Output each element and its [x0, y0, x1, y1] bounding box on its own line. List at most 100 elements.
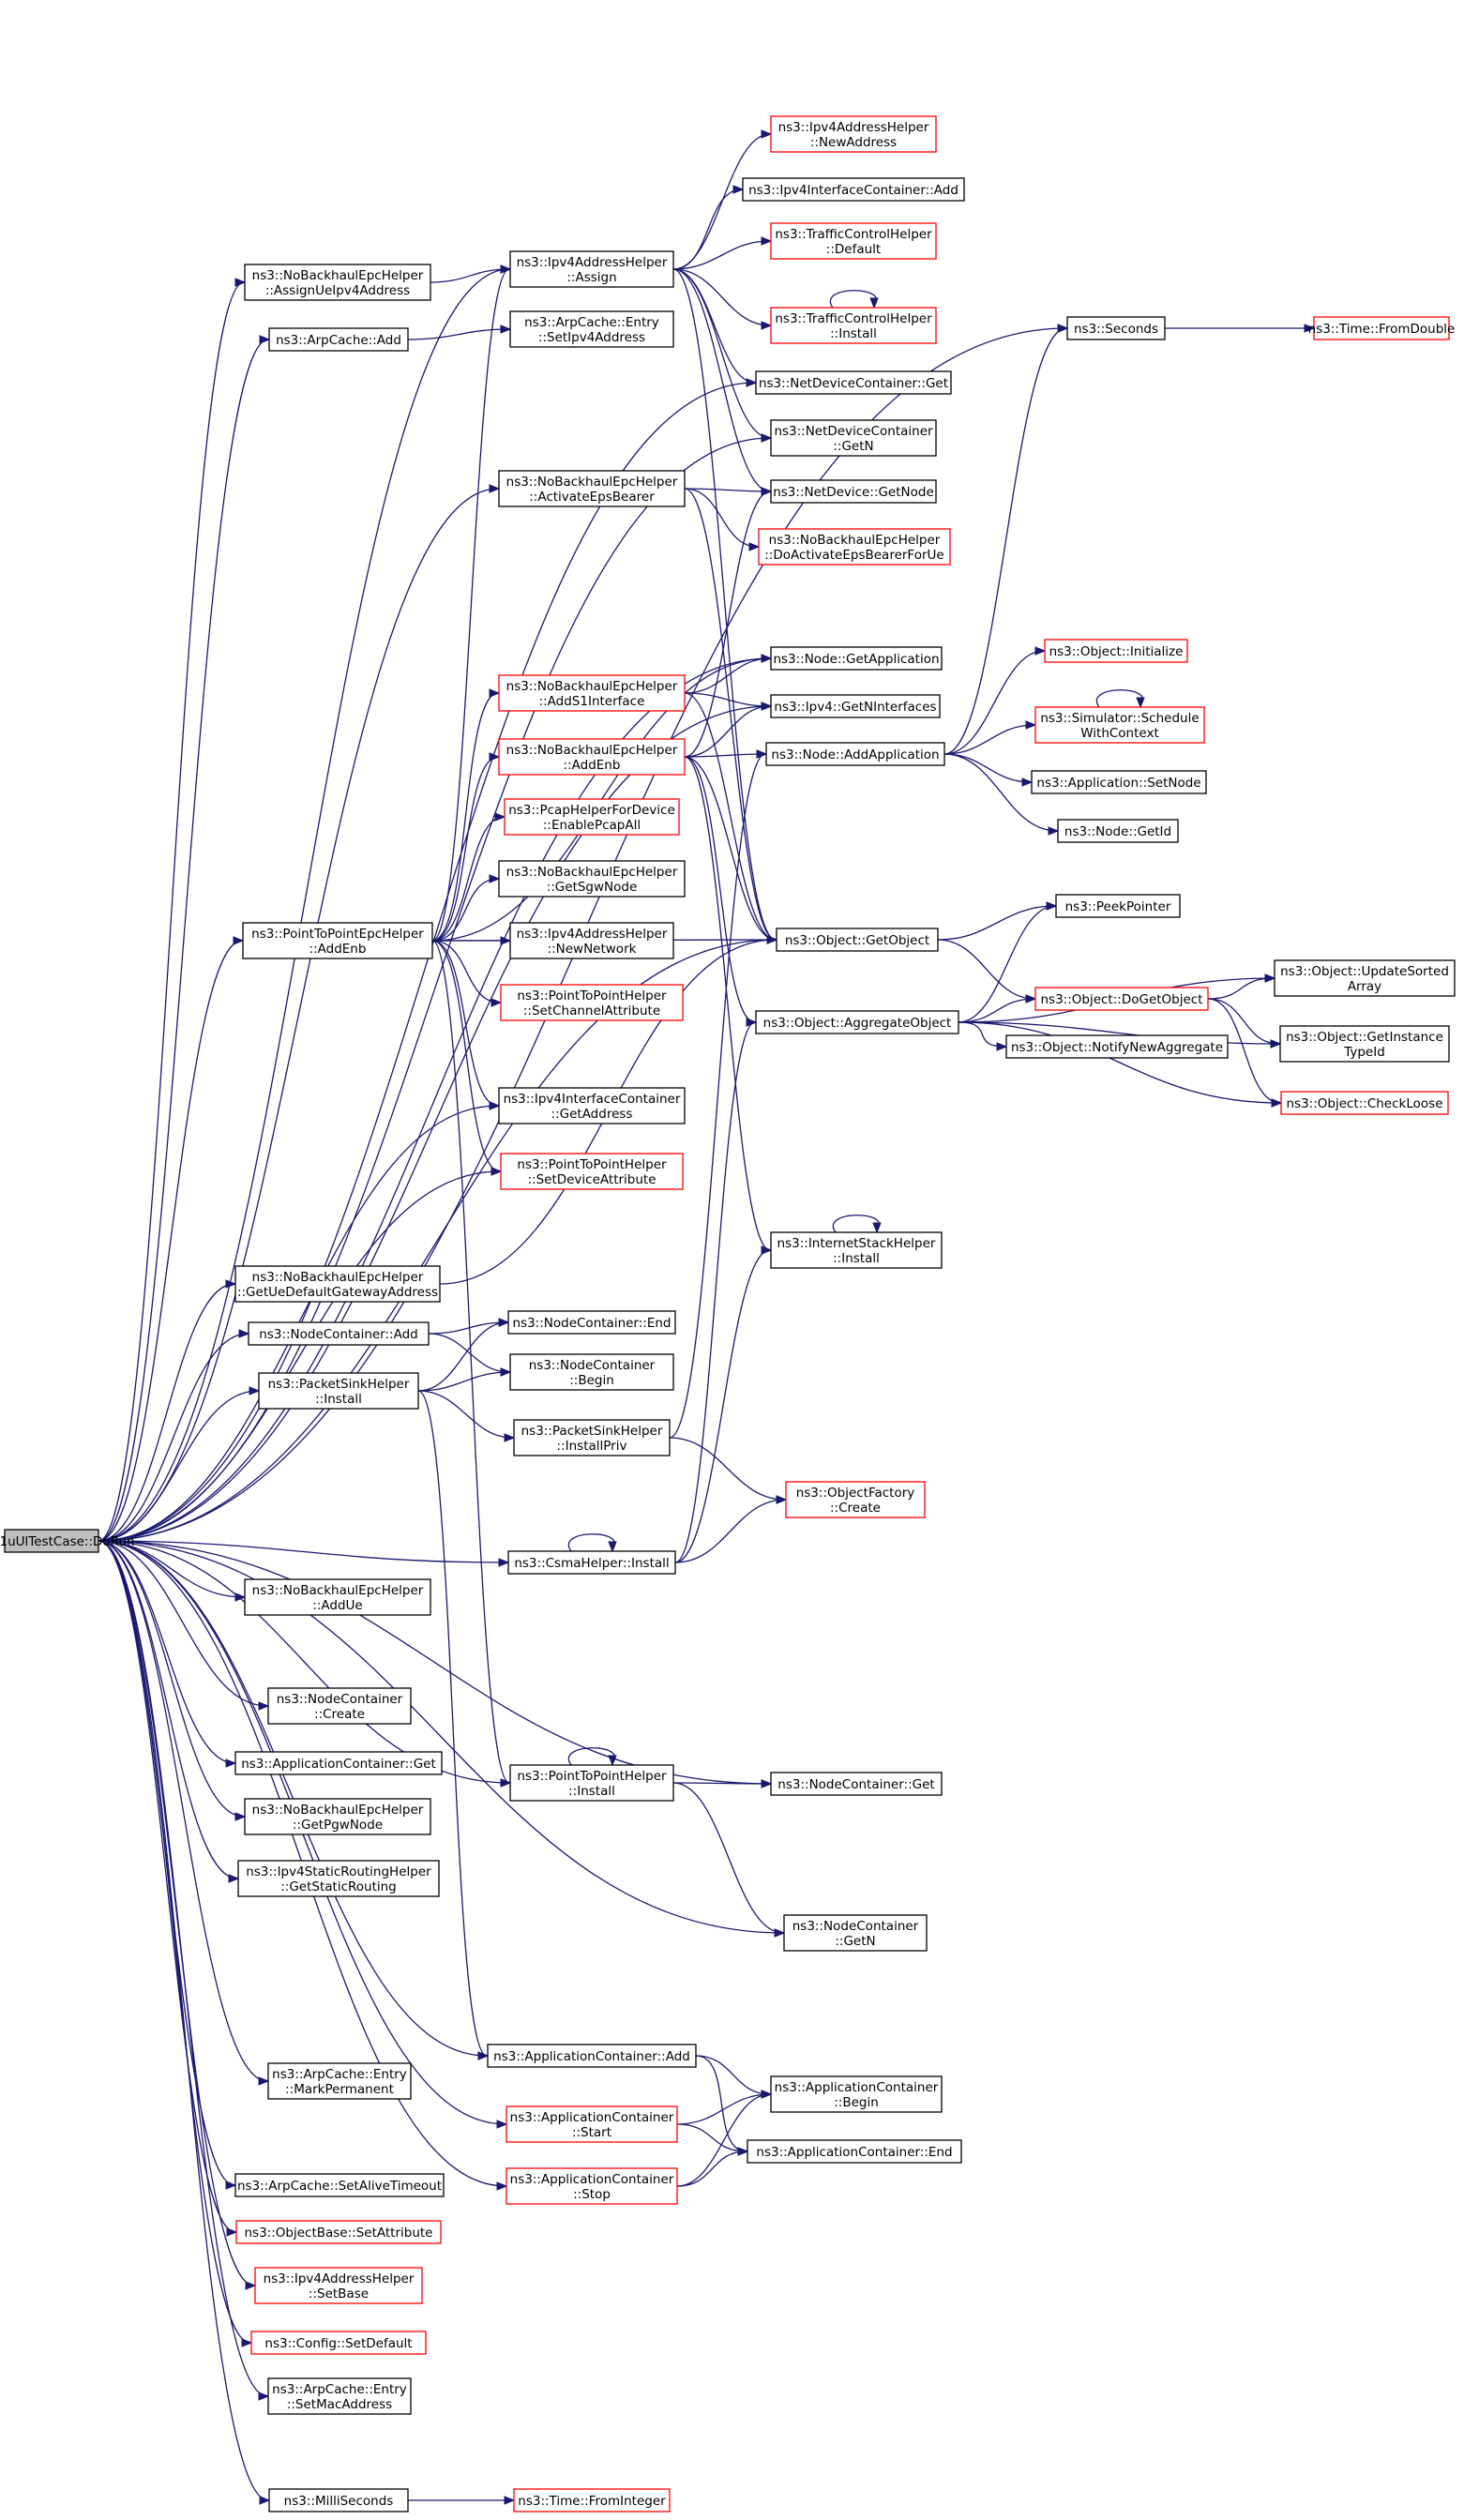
- node-box: [770, 419, 937, 457]
- node-tch_default[interactable]: ns3::TrafficControlHelper::Default: [770, 222, 937, 260]
- node-label: ns3::ArpCache::Entry: [524, 315, 659, 330]
- arrowhead: [1025, 994, 1037, 1003]
- node-label: ns3::NoBackhaulEpcHelper: [252, 268, 424, 283]
- node-obj_initialize[interactable]: ns3::Object::Initialize: [1044, 639, 1188, 663]
- node-arpentry_markperm[interactable]: ns3::ArpCache::Entry::MarkPermanent: [267, 2062, 412, 2100]
- node-ipv4ah_newaddr[interactable]: ns3::Ipv4AddressHelper::NewAddress: [770, 115, 937, 153]
- node-arpcache_add[interactable]: ns3::ArpCache::Add: [268, 327, 409, 352]
- node-p2pepc_addenb[interactable]: ns3::PointToPointEpcHelper::AddEnb: [242, 922, 433, 959]
- node-psh_installpriv[interactable]: ns3::PacketSinkHelper::InstallPriv: [513, 1419, 671, 1456]
- node-nc_get[interactable]: ns3::NodeContainer::Get: [770, 1772, 943, 1796]
- node-appc_stop[interactable]: ns3::ApplicationContainer::Stop: [506, 2167, 678, 2205]
- node-label: ns3::ApplicationContainer::End: [756, 2145, 952, 2160]
- node-nb_addenb[interactable]: ns3::NoBackhaulEpcHelper::AddEnb: [498, 738, 686, 776]
- node-label: ns3::PointToPointHelper: [517, 1769, 667, 1784]
- node-box: [234, 1751, 443, 1775]
- node-box: [507, 1310, 676, 1335]
- node-arpentry_setipv4[interactable]: ns3::ArpCache::Entry::SetIpv4Address: [509, 310, 674, 348]
- node-app_setnode[interactable]: ns3::Application::SetNode: [1031, 770, 1207, 794]
- node-nc_getn[interactable]: ns3::NodeContainer::GetN: [783, 1914, 928, 1952]
- node-ipv4ah_assign[interactable]: ns3::Ipv4AddressHelper::Assign: [509, 250, 674, 288]
- node-obj_dogetobject[interactable]: ns3::Object::DoGetObject: [1034, 987, 1209, 1011]
- node-ipv4ah_newnet[interactable]: ns3::Ipv4AddressHelper::NewNetwork: [509, 922, 674, 959]
- node-node_getapp[interactable]: ns3::Node::GetApplication: [770, 646, 943, 671]
- node-ndc_get[interactable]: ns3::NetDeviceContainer::Get: [755, 370, 952, 395]
- node-obj_aggregate[interactable]: ns3::Object::AggregateObject: [755, 1010, 959, 1034]
- node-netdev_getnode[interactable]: ns3::NetDevice::GetNode: [770, 479, 937, 504]
- node-nc_begin[interactable]: ns3::NodeContainer::Begin: [509, 1353, 674, 1391]
- node-fromdouble[interactable]: ns3::Time::FromDouble: [1308, 316, 1456, 340]
- node-objbase_setattr[interactable]: ns3::ObjectBase::SetAttribute: [235, 2220, 442, 2244]
- node-box: [267, 1687, 412, 1725]
- node-pcap_enable[interactable]: ns3::PcapHelperForDevice::EnablePcapAll: [504, 798, 680, 836]
- node-nb_activate[interactable]: ns3::NoBackhaulEpcHelper::ActivateEpsBea…: [498, 470, 686, 507]
- node-label: ns3::PacketSinkHelper: [268, 1377, 410, 1392]
- node-tch_install[interactable]: ns3::TrafficControlHelper::Install: [770, 307, 937, 344]
- arrowhead: [1034, 646, 1047, 656]
- call-edge: [832, 1215, 882, 1234]
- node-nb_getpgw[interactable]: ns3::NoBackhaulEpcHelper::GetPgwNode: [244, 1798, 431, 1835]
- arrowhead: [761, 654, 773, 663]
- node-arpcache_setalive[interactable]: ns3::ArpCache::SetAliveTimeout: [234, 2173, 445, 2197]
- node-nb_assignue[interactable]: ns3::NoBackhaulEpcHelper::AssignUeIpv4Ad…: [244, 264, 431, 301]
- call-edge: [428, 1333, 512, 1377]
- call-edge: [431, 940, 503, 1007]
- node-appc_add[interactable]: ns3::ApplicationContainer::Add: [487, 2044, 697, 2068]
- node-node_getid[interactable]: ns3::Node::GetId: [1057, 819, 1179, 843]
- node-appc_get[interactable]: ns3::ApplicationContainer::Get: [234, 1751, 443, 1775]
- arrowhead: [496, 2120, 508, 2129]
- node-config_setdefault[interactable]: ns3::Config::SetDefault: [250, 2331, 427, 2355]
- node-ipv4srh_getstatic[interactable]: ns3::Ipv4StaticRoutingHelper::GetStaticR…: [237, 1860, 440, 1897]
- node-ipv4ic_getaddr[interactable]: ns3::Ipv4InterfaceContainer::GetAddress: [498, 1087, 686, 1124]
- node-nb_doactivate[interactable]: ns3::NoBackhaulEpcHelper::DoActivateEpsB…: [758, 528, 951, 566]
- call-edge: [98, 1279, 237, 1542]
- node-p2p_setchannel[interactable]: ns3::PointToPointHelper::SetChannelAttri…: [500, 984, 684, 1021]
- node-nc_add[interactable]: ns3::NodeContainer::Add: [248, 1321, 430, 1346]
- node-box: [770, 1231, 943, 1269]
- call-edge: [98, 936, 245, 1542]
- node-p2p_setdevice[interactable]: ns3::PointToPointHelper::SetDeviceAttrib…: [500, 1153, 684, 1190]
- node-seconds[interactable]: ns3::Seconds: [1066, 316, 1166, 340]
- node-ndc_getn[interactable]: ns3::NetDeviceContainer::GetN: [770, 419, 937, 457]
- node-peekpointer[interactable]: ns3::PeekPointer: [1055, 894, 1181, 918]
- node-objfactory_create[interactable]: ns3::ObjectFactory::Create: [785, 1481, 926, 1518]
- node-ipv4ic_add[interactable]: ns3::Ipv4InterfaceContainer::Add: [742, 177, 965, 202]
- node-appc_start[interactable]: ns3::ApplicationContainer::Start: [506, 2105, 678, 2143]
- node-nb_adds1[interactable]: ns3::NoBackhaulEpcHelper::AddS1Interface: [498, 674, 686, 712]
- node-ipv4ah_setbase[interactable]: ns3::Ipv4AddressHelper::SetBase: [254, 2267, 423, 2304]
- node-box: [776, 928, 939, 952]
- node-psh_install[interactable]: ns3::PacketSinkHelper::Install: [258, 1372, 419, 1410]
- node-nc_create[interactable]: ns3::NodeContainer::Create: [267, 1687, 412, 1725]
- arrowhead: [1048, 826, 1060, 836]
- node-obj_getobject[interactable]: ns3::Object::GetObject: [776, 928, 939, 952]
- node-nc_end[interactable]: ns3::NodeContainer::End: [507, 1310, 676, 1335]
- call-edge: [408, 2496, 516, 2505]
- arrowhead: [1271, 1098, 1283, 1108]
- node-nb_getsgw[interactable]: ns3::NoBackhaulEpcHelper::GetSgwNode: [498, 860, 686, 898]
- node-csma_install[interactable]: ns3::CsmaHelper::Install: [507, 1550, 676, 1575]
- node-appc_end[interactable]: ns3::ApplicationContainer::End: [747, 2139, 962, 2164]
- node-arpentry_setmac[interactable]: ns3::ArpCache::Entry::SetMacAddress: [267, 2377, 412, 2415]
- node-label: ns3::NetDeviceContainer::Get: [759, 376, 948, 391]
- node-milliseconds[interactable]: ns3::MilliSeconds: [268, 2488, 409, 2512]
- node-nb_getuegw[interactable]: ns3::NoBackhaulEpcHelper::GetUeDefaultGa…: [234, 1265, 441, 1303]
- node-appc_begin[interactable]: ns3::ApplicationContainer::Begin: [770, 2075, 943, 2113]
- call-edge: [672, 268, 773, 330]
- node-time_frominteger[interactable]: ns3::Time::FromInteger: [513, 2488, 671, 2512]
- node-label: ns3::Node::GetApplication: [773, 652, 939, 667]
- node-obj_checkloose[interactable]: ns3::Object::CheckLoose: [1280, 1091, 1449, 1115]
- node-box: [254, 2267, 423, 2304]
- node-nb_addue[interactable]: ns3::NoBackhaulEpcHelper::AddUe: [244, 1578, 431, 1616]
- node-obj_notify[interactable]: ns3::Object::NotifyNewAggregate: [1005, 1034, 1229, 1059]
- node-p2p_install[interactable]: ns3::PointToPointHelper::Install: [509, 1764, 674, 1802]
- node-root[interactable]: EpcS1uUlTestCase::DoRun: [0, 1529, 135, 1553]
- call-edge: [431, 940, 503, 1176]
- arrowhead: [489, 874, 501, 883]
- node-ipv4_getnif[interactable]: ns3::Ipv4::GetNInterfaces: [770, 694, 941, 718]
- node-node_addapp[interactable]: ns3::Node::AddApplication: [765, 742, 945, 766]
- arrowhead: [746, 378, 758, 387]
- node-ish_install[interactable]: ns3::InternetStackHelper::Install: [770, 1231, 943, 1269]
